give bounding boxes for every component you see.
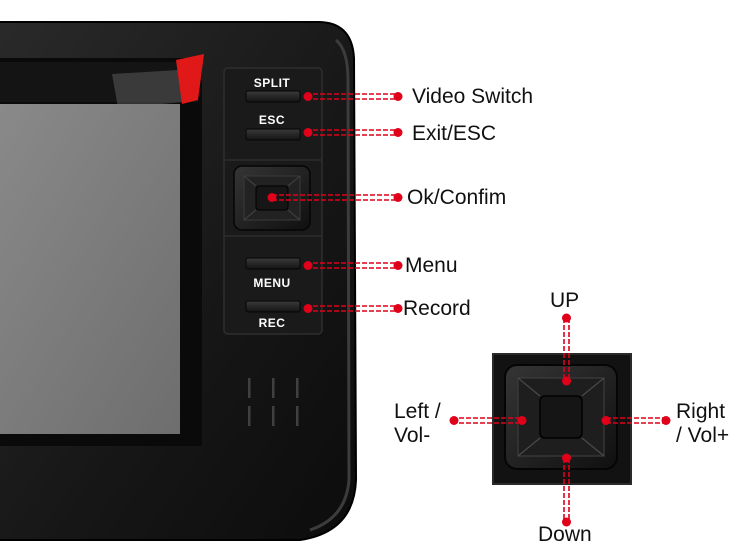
callout-ok-confirm: Ok/Confim: [407, 186, 507, 209]
callout-dot: [303, 92, 313, 101]
callout-dot: [449, 416, 459, 425]
callout-dot: [303, 128, 313, 137]
callout-dot: [562, 376, 571, 386]
dpad-center-key: [539, 395, 583, 439]
dpad-left-line2: Vol-: [394, 424, 431, 448]
callout-leaders: [272, 93, 398, 312]
bevel-line: [243, 209, 257, 221]
bevel-line: [517, 377, 541, 397]
screen-display: [0, 104, 180, 434]
callout-video-switch: Video Switch: [412, 85, 534, 108]
dpad-down-label: Down: [538, 523, 592, 546]
enlarged-dpad: [492, 353, 632, 485]
dpad-right-line1: Right: [676, 400, 726, 423]
callout-dot: [303, 304, 313, 313]
callout-dot: [517, 416, 527, 425]
bevel-line: [287, 175, 301, 187]
callout-dot: [393, 92, 403, 101]
film-reflection: [112, 70, 184, 108]
callout-dot: [267, 193, 277, 202]
dpad-left-line1: Left /: [394, 400, 441, 423]
callout-dot: [562, 517, 571, 527]
callout-dot: [393, 193, 403, 202]
dpad-right-label: Right / Vol+: [676, 400, 729, 448]
callout-dots: [267, 92, 403, 313]
callout-dot: [601, 416, 611, 425]
dpad-right-line2: / Vol+: [676, 424, 730, 448]
dpad-leaders: [452, 318, 668, 524]
esc-key-label: ESC: [258, 113, 286, 127]
callout-record: Record: [403, 297, 471, 320]
callout-dot: [562, 453, 571, 463]
bevel-line: [581, 377, 605, 397]
dpad-left-label: Left / Vol-: [394, 400, 441, 448]
menu-key: [245, 257, 301, 270]
callout-dot: [562, 313, 571, 323]
callout-dot: [303, 261, 313, 270]
device-edge-highlight: [309, 38, 351, 532]
callout-dot: [393, 261, 403, 270]
callout-dot: [393, 128, 403, 137]
dpad-up-label: UP: [550, 289, 580, 312]
esc-key: [245, 128, 301, 141]
menu-key-label: MENU: [253, 276, 291, 290]
callout-dot: [393, 304, 403, 313]
rec-key: [245, 300, 301, 313]
rec-key-label: REC: [258, 316, 286, 330]
peel-tab-sticker: [176, 54, 204, 104]
callout-exit-esc: Exit/ESC: [412, 122, 497, 145]
callout-menu: Menu: [405, 254, 458, 277]
bevel-line: [287, 209, 301, 221]
bevel-line: [581, 437, 605, 457]
callout-dot: [661, 416, 671, 425]
bevel-line: [517, 437, 541, 457]
bevel-line: [243, 175, 257, 187]
speaker-grille: [248, 378, 299, 426]
split-key-label: SPLIT: [253, 76, 291, 90]
dpad-dots: [449, 313, 671, 527]
split-key: [245, 90, 301, 103]
